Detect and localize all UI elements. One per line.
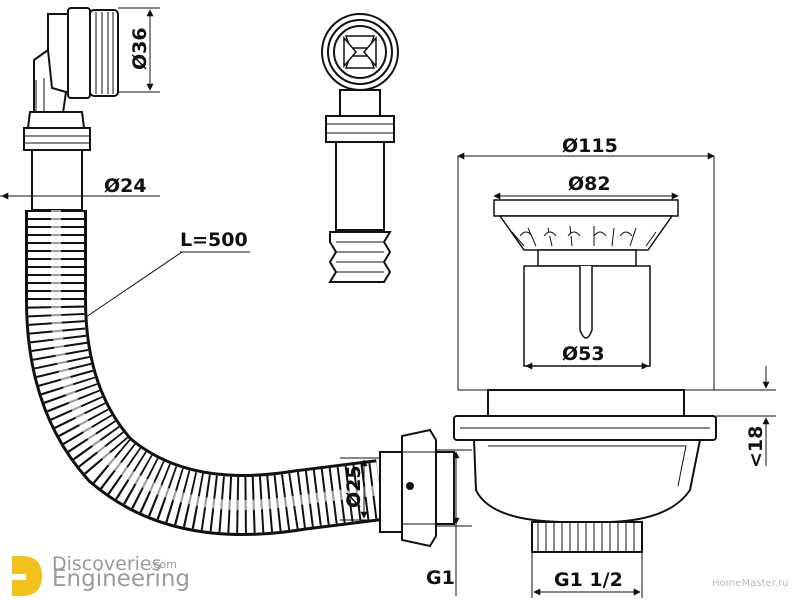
corrugated-hose <box>25 210 384 536</box>
dimension-g1 <box>436 449 472 596</box>
label-d25: Ø25 <box>343 465 365 508</box>
watermark-engineering: Engineering <box>52 566 190 592</box>
label-d115: Ø115 <box>562 135 618 157</box>
outlet-union-nut <box>379 428 455 548</box>
watermark-site: HomeMaster.ru <box>712 578 788 589</box>
label-g1: G1 <box>426 567 455 589</box>
engineering-discoveries-logo <box>10 556 42 596</box>
overflow-elbow <box>23 111 91 211</box>
label-d36: Ø36 <box>129 27 151 70</box>
label-h18: <18 <box>745 426 767 468</box>
dimension-h18 <box>714 366 776 466</box>
dimension-d36 <box>118 7 160 93</box>
label-d53: Ø53 <box>562 343 605 365</box>
overflow-fitting-side-view <box>33 7 119 122</box>
strainer-basket <box>493 199 679 367</box>
label-d24: Ø24 <box>104 175 147 197</box>
label-d82: Ø82 <box>568 173 611 195</box>
watermark-com: .com <box>150 558 177 571</box>
front-view-hose-stub <box>328 231 392 283</box>
dimension-d25 <box>340 457 380 521</box>
watermark-discoveries: Discoveries <box>52 553 162 575</box>
dimension-g1-half <box>531 552 643 598</box>
overflow-fitting-front-view <box>321 13 399 231</box>
drain-body <box>453 389 717 553</box>
label-g1-half: G1 1/2 <box>554 569 623 591</box>
label-length: L=500 <box>180 229 248 251</box>
